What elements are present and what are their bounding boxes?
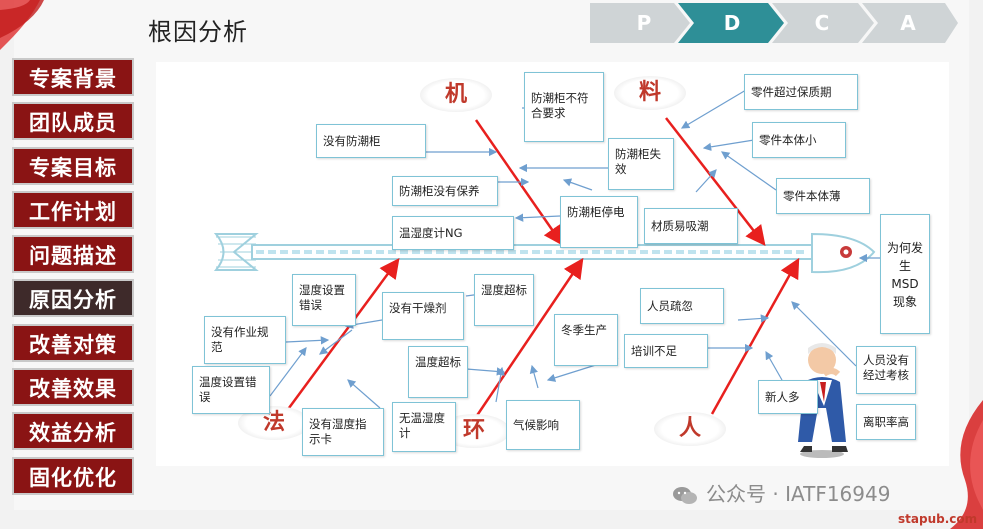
pdca-progress: P D C A bbox=[590, 3, 960, 43]
sidebar-item-improvement-effect[interactable]: 改善效果 bbox=[12, 368, 134, 407]
cause-part-expired: 零件超过保质期 bbox=[744, 74, 858, 110]
cause-cabinet-power-off: 防潮柜停电 bbox=[560, 196, 638, 248]
sidebar-item-countermeasures[interactable]: 改善对策 bbox=[12, 323, 134, 362]
category-man: 人 bbox=[654, 412, 726, 446]
cause-material-absorbs-moisture: 材质易吸潮 bbox=[644, 208, 738, 244]
cause-cabinet-no-maintenance: 防潮柜没有保养 bbox=[392, 176, 498, 206]
pdca-step-p-shape bbox=[590, 3, 690, 43]
sidebar-item-project-background[interactable]: 专案背景 bbox=[12, 58, 134, 96]
wechat-icon bbox=[673, 486, 697, 504]
fishbone-diagram: 机 料 法 环 人 为何发生MSD现象 防潮柜不符合要求 没有防潮柜 防潮柜失效… bbox=[156, 62, 949, 466]
ribbon-top-left-decoration bbox=[0, 0, 44, 50]
cause-weather-impact: 气候影响 bbox=[506, 400, 580, 450]
problem-head-box: 为何发生MSD现象 bbox=[880, 214, 930, 334]
page-title: 根因分析 bbox=[148, 18, 248, 46]
cause-no-desiccant: 没有干燥剂 bbox=[382, 292, 464, 340]
sidebar-item-standardization[interactable]: 固化优化 bbox=[12, 456, 134, 495]
bone-method bbox=[284, 257, 400, 413]
cause-humidity-over-limit: 湿度超标 bbox=[474, 274, 534, 326]
cause-no-hygrometer: 无温湿度计 bbox=[392, 402, 456, 452]
bone-man bbox=[710, 257, 800, 415]
category-material: 料 bbox=[614, 76, 686, 110]
pdca-step-a[interactable]: A bbox=[900, 11, 916, 35]
sidebar-nav: 专案背景 团队成员 专案目标 工作计划 问题描述 原因分析 改善对策 改善效果 … bbox=[12, 58, 134, 501]
sidebar-item-work-plan[interactable]: 工作计划 bbox=[12, 190, 134, 229]
site-watermark: stapub.com bbox=[898, 512, 978, 526]
sidebar-item-problem-description[interactable]: 问题描述 bbox=[12, 235, 134, 274]
bone-material bbox=[665, 117, 766, 246]
cause-cabinet-not-spec: 防潮柜不符合要求 bbox=[524, 72, 604, 142]
cause-part-thin: 零件本体薄 bbox=[776, 178, 870, 214]
bone-environment bbox=[474, 257, 584, 418]
pdca-step-d[interactable]: D bbox=[723, 11, 741, 35]
pdca-step-a-shape bbox=[862, 3, 958, 43]
fishbone-lines bbox=[213, 89, 880, 458]
pdca-step-c-shape bbox=[772, 3, 874, 43]
cause-temperature-over-limit: 温度超标 bbox=[408, 346, 468, 398]
cause-many-new-staff: 新人多 bbox=[758, 380, 818, 414]
sidebar-item-benefit-analysis[interactable]: 效益分析 bbox=[12, 412, 134, 451]
pdca-step-d-shape bbox=[678, 3, 784, 43]
cause-hygrometer-ng: 温湿度计NG bbox=[392, 216, 514, 250]
cause-staff-not-assessed: 人员没有经过考核 bbox=[856, 346, 916, 394]
cause-insufficient-training: 培训不足 bbox=[624, 334, 708, 368]
wechat-watermark: 公众号 · IATF16949 bbox=[672, 478, 890, 507]
cause-no-moisture-cabinet: 没有防潮柜 bbox=[316, 124, 426, 158]
category-machine: 机 bbox=[420, 78, 492, 112]
watermark-text: 公众号 · IATF16949 bbox=[706, 482, 891, 506]
cause-no-work-specification: 没有作业规范 bbox=[204, 316, 286, 364]
cause-no-humidity-indicator-card: 没有湿度指示卡 bbox=[302, 408, 384, 456]
cause-staff-negligence: 人员疏忽 bbox=[640, 288, 724, 324]
sidebar-item-project-goal[interactable]: 专案目标 bbox=[12, 146, 134, 185]
cause-temperature-setting-error: 温度设置错误 bbox=[192, 366, 270, 414]
cause-humidity-setting-error: 湿度设置错误 bbox=[292, 274, 356, 326]
pdca-step-p[interactable]: P bbox=[636, 11, 652, 35]
sidebar-item-cause-analysis[interactable]: 原因分析 bbox=[12, 279, 134, 318]
cause-part-small: 零件本体小 bbox=[752, 122, 846, 158]
cause-winter-production: 冬季生产 bbox=[554, 314, 618, 366]
cause-cabinet-failure: 防潮柜失效 bbox=[608, 138, 674, 190]
pdca-step-c[interactable]: C bbox=[814, 11, 830, 35]
cause-high-turnover: 离职率高 bbox=[856, 404, 916, 440]
ribbon-bottom-right-decoration bbox=[950, 400, 983, 529]
sidebar-item-team-members[interactable]: 团队成员 bbox=[12, 102, 134, 141]
